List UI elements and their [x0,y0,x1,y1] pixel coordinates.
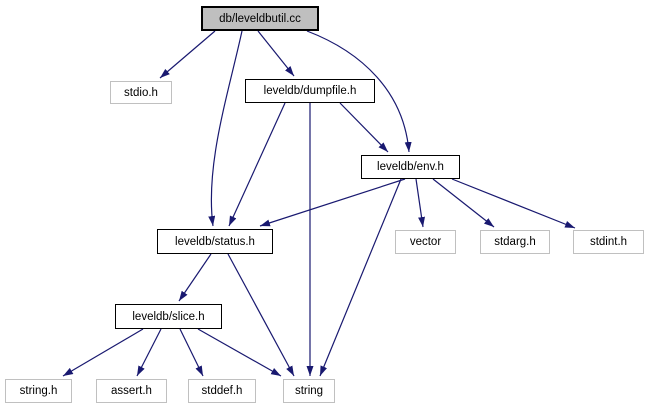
edge-env-to-stdint [451,178,576,229]
edge-env-to-stdarg [432,178,495,228]
node-string: string [283,379,335,403]
node-leveldb-status-h[interactable]: leveldb/status.h [157,229,273,254]
node-leveldb-env-h[interactable]: leveldb/env.h [361,155,460,179]
edge-dumpfile-to-status [228,102,286,227]
node-stdarg-h: stdarg.h [480,230,550,254]
node-stddef-h: stddef.h [188,379,256,403]
edge-slice-to-stddef_h [179,328,204,377]
edge-status-to-slice [178,253,212,302]
node-leveldb-slice-h[interactable]: leveldb/slice.h [115,304,222,329]
edge-leveldbutil-to-stdio [159,30,216,79]
edge-slice-to-string [197,328,282,377]
edge-dumpfile-to-env [339,102,389,153]
node-db-leveldbutil-cc: db/leveldbutil.cc [201,6,319,31]
edge-status-to-string [227,253,295,377]
edge-leveldbutil-to-dumpfile [257,30,295,77]
edge-slice-to-string_h [62,328,144,377]
node-leveldb-dumpfile-h[interactable]: leveldb/dumpfile.h [245,79,375,103]
edge-env-to-vector [415,178,426,228]
edge-env-to-status [259,178,406,227]
node-string-h: string.h [5,379,72,403]
edge-slice-to-assert_h [136,328,162,377]
node-stdint-h: stdint.h [573,230,644,254]
node-assert-h: assert.h [96,379,167,403]
node-stdio-h: stdio.h [110,81,172,104]
edge-leveldbutil-to-status [208,30,243,227]
edge-leveldbutil-to-env [306,30,412,153]
node-vector: vector [395,230,456,254]
edge-env-to-string [319,178,402,377]
